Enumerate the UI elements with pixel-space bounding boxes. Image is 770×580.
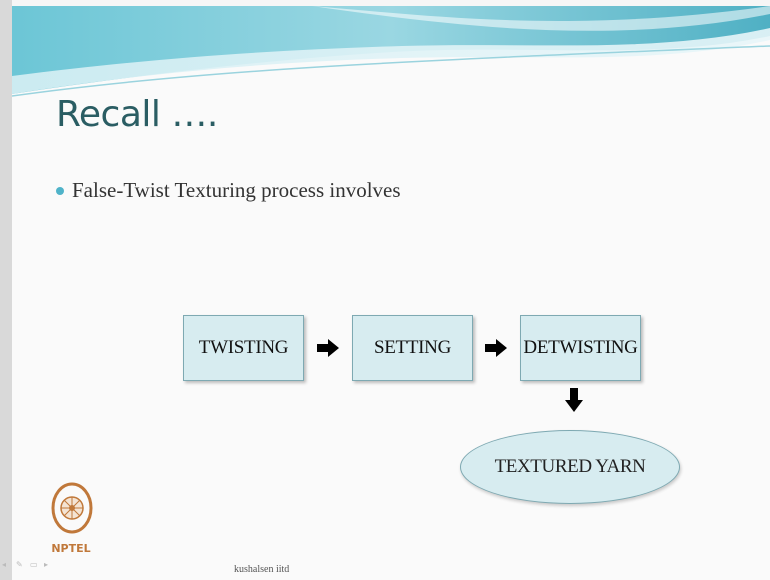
header-wave-decoration [12,6,770,97]
output-textured-yarn: TEXTURED YARN [460,430,680,504]
step-detwisting-box: DETWISTING [520,315,641,381]
next-icon[interactable]: ▸ [44,560,49,569]
step-setting-box: SETTING [352,315,473,381]
slide-title: Recall …. [56,94,218,135]
bullet-item: False-Twist Texturing process involves [56,178,401,203]
nptel-wheel-icon [51,482,93,534]
step-twisting-box: TWISTING [183,315,304,381]
pen-icon[interactable]: ✎ [16,560,23,569]
slide-nav-controls: ◂ ✎ ▭ ▸ [2,561,52,569]
slide: Recall …. False-Twist Texturing process … [12,6,770,580]
left-frame-border [0,0,12,580]
right-arrow-icon [485,339,507,357]
right-arrow-icon [317,339,339,357]
bullet-dot-icon [56,186,64,195]
down-arrow-icon [565,388,583,412]
prev-icon[interactable]: ◂ [2,560,7,569]
bullet-text: False-Twist Texturing process involves [72,178,401,202]
menu-icon[interactable]: ▭ [30,560,38,569]
nptel-logo-label: NPTEL [51,542,91,555]
footer-credit: kushalsen iitd [234,564,290,575]
